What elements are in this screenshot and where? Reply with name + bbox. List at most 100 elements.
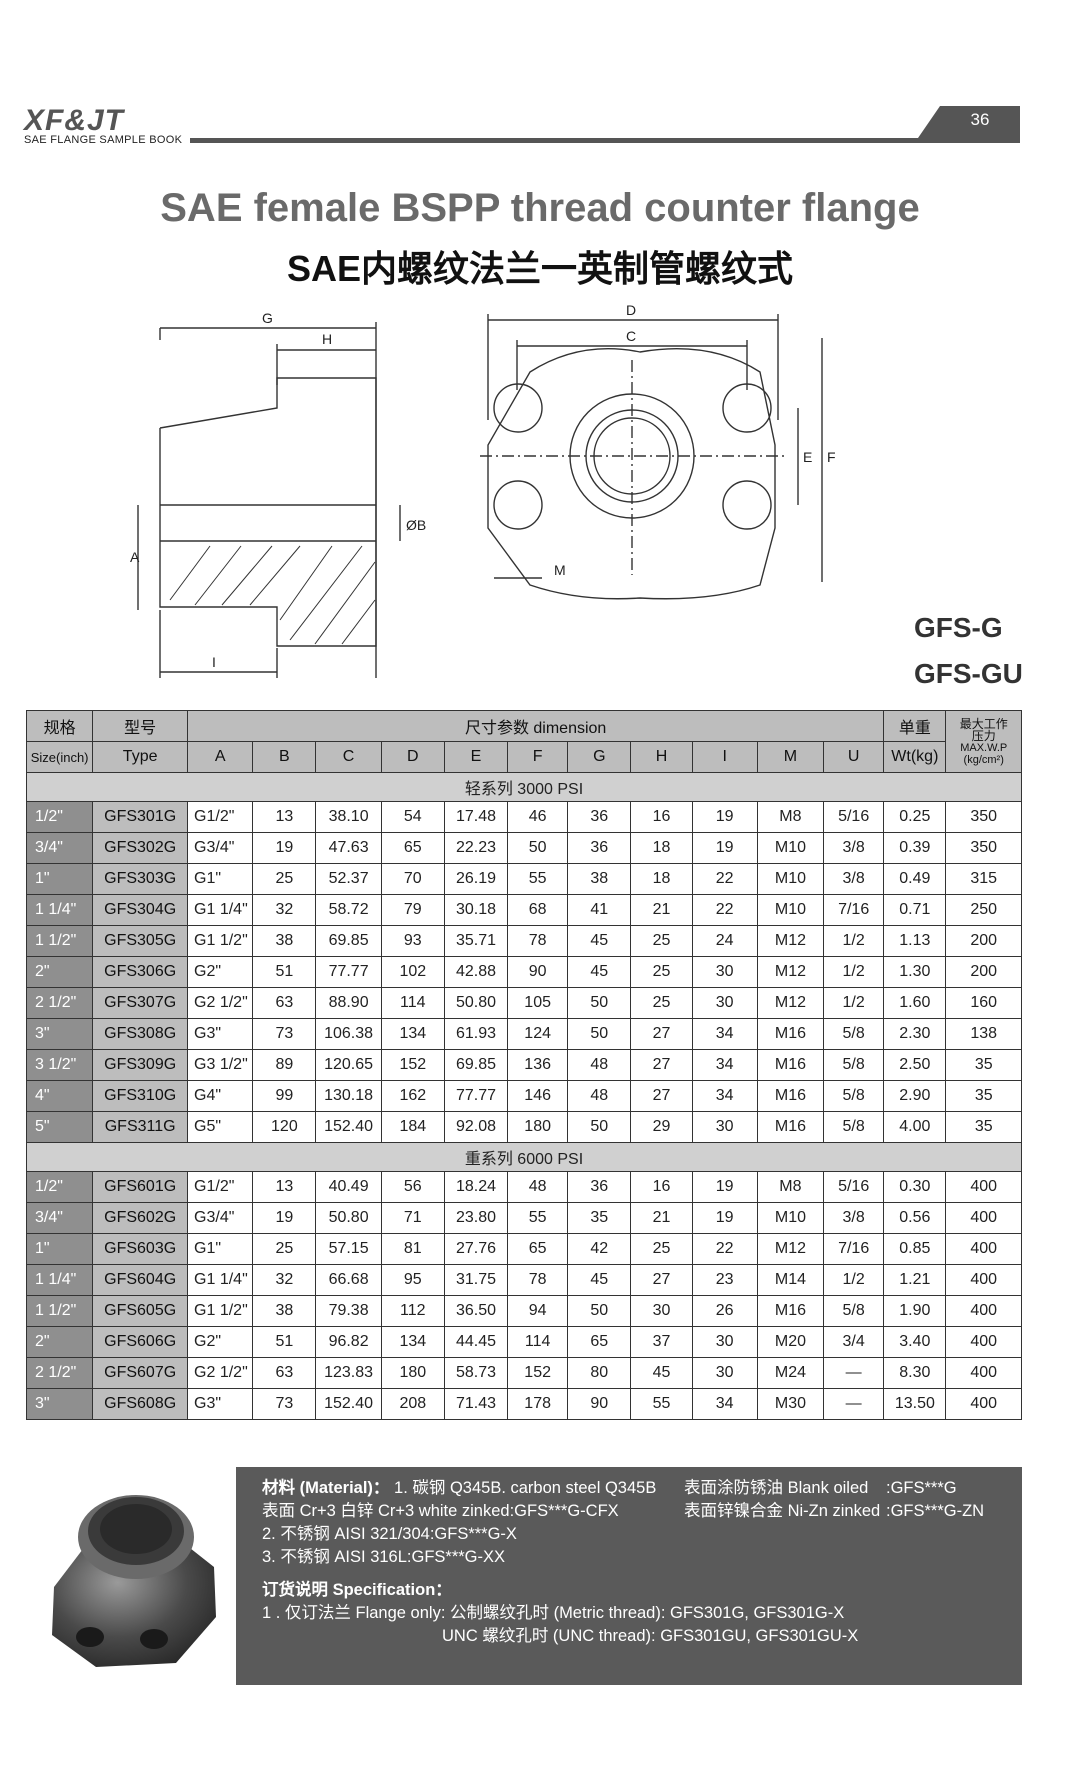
table-cell: 1 1/4"	[25, 894, 94, 926]
table-cell: 1/2	[823, 956, 885, 988]
table-cell: GFS304G	[92, 894, 189, 926]
table-cell: 65	[380, 832, 445, 864]
table-cell: 77.77	[443, 1080, 509, 1112]
table-cell: 90	[507, 956, 569, 988]
table-cell: 78	[507, 925, 569, 957]
table-cell: M30	[756, 1388, 825, 1420]
table-cell: GFS301G	[92, 801, 189, 833]
table-cell: 47.63	[315, 832, 382, 864]
table-cell: 31.75	[443, 1264, 509, 1296]
table-cell: 99	[252, 1080, 317, 1112]
table-cell: 35	[945, 1111, 1022, 1143]
table-cell: 2.30	[883, 1018, 947, 1050]
table-cell: 400	[945, 1264, 1022, 1296]
header-col-g: G	[567, 741, 632, 773]
table-cell: 30	[691, 1111, 758, 1143]
table-cell: M14	[756, 1264, 825, 1296]
header-pressure-en: MAX.W.P	[960, 741, 1008, 754]
table-cell: 5/16	[823, 1171, 885, 1203]
spec-table: 规格 型号 尺寸参数 dimension 单重 最大工作 压力 MAX.W.P …	[25, 710, 1022, 1420]
table-cell: 19	[252, 832, 317, 864]
table-cell: 80	[567, 1357, 632, 1389]
table-cell: 30	[691, 987, 758, 1019]
table-cell: 38	[252, 1295, 317, 1327]
header-col-f: F	[507, 741, 569, 773]
material-line1-a: 1. 碳钢 Q345B. carbon steel Q345B	[394, 1479, 657, 1497]
table-cell: G2 1/2"	[187, 987, 254, 1019]
table-cell: 65	[567, 1326, 632, 1358]
table-cell: 162	[380, 1080, 445, 1112]
table-cell: M12	[756, 987, 825, 1019]
table-cell: 41	[567, 894, 632, 926]
table-cell: 3/4	[823, 1326, 885, 1358]
table-cell: 45	[567, 925, 632, 957]
table-cell: 30	[691, 956, 758, 988]
table-cell: 2 1/2"	[25, 1357, 94, 1389]
table-cell: GFS306G	[92, 956, 189, 988]
table-cell: G1 1/4"	[187, 894, 254, 926]
table-cell: 19	[252, 1202, 317, 1234]
table-cell: 55	[507, 1202, 569, 1234]
table-cell: 112	[380, 1295, 445, 1327]
header-size: Size(inch)	[25, 741, 94, 773]
table-cell: GFS311G	[92, 1111, 189, 1143]
table-cell: 1.60	[883, 987, 947, 1019]
table-cell: 27	[630, 1080, 693, 1112]
table-cell: 36	[567, 801, 632, 833]
table-cell: M16	[756, 1049, 825, 1081]
series-light-label: 轻系列 3000 PSI	[26, 772, 1022, 802]
table-cell: 400	[945, 1295, 1022, 1327]
material-line2-c: :GFS***G-ZN	[886, 1502, 985, 1520]
table-cell: 2 1/2"	[25, 987, 94, 1019]
table-cell: 0.49	[883, 863, 947, 895]
table-cell: G1/2"	[187, 801, 254, 833]
table-cell: G3"	[187, 1018, 254, 1050]
table-cell: 102	[380, 956, 445, 988]
header-row-1: 规格 型号 尺寸参数 dimension 单重 最大工作 压力 MAX.W.P …	[25, 710, 1022, 773]
table-cell: M8	[756, 801, 825, 833]
table-cell: G1"	[187, 863, 254, 895]
material-line2-a: 表面 Cr+3 白锌 Cr+3 white zinked:GFS***G-CFX	[262, 1502, 619, 1520]
table-cell: 18.24	[443, 1171, 509, 1203]
table-cell: 42.88	[443, 956, 509, 988]
table-cell: 130.18	[315, 1080, 382, 1112]
table-cell: 152.40	[315, 1388, 382, 1420]
table-cell: G3 1/2"	[187, 1049, 254, 1081]
header-pressure: 最大工作 压力 MAX.W.P (kg/cm²)	[945, 710, 1022, 773]
table-cell: 48	[507, 1171, 569, 1203]
page-title-english: SAE female BSPP thread counter flange	[160, 186, 920, 230]
brand-logo: XF&JT	[24, 104, 125, 137]
table-cell: 124	[507, 1018, 569, 1050]
table-cell: 134	[380, 1018, 445, 1050]
table-cell: G4"	[187, 1080, 254, 1112]
table-cell: 27	[630, 1018, 693, 1050]
table-cell: 35.71	[443, 925, 509, 957]
table-cell: 1.30	[883, 956, 947, 988]
dim-label-e: E	[803, 449, 812, 465]
table-cell: 400	[945, 1202, 1022, 1234]
table-cell: 8.30	[883, 1357, 947, 1389]
table-cell: GFS307G	[92, 987, 189, 1019]
table-cell: GFS310G	[92, 1080, 189, 1112]
table-cell: G3/4"	[187, 832, 254, 864]
header-col-m: M	[756, 741, 825, 773]
table-cell: 184	[380, 1111, 445, 1143]
header-weight: Wt(kg)	[883, 741, 947, 773]
table-cell: 88.90	[315, 987, 382, 1019]
table-cell: 95	[380, 1264, 445, 1296]
table-cell: 73	[252, 1388, 317, 1420]
table-cell: 42	[567, 1233, 632, 1265]
dim-label-d: D	[626, 302, 636, 318]
table-cell: 16	[630, 1171, 693, 1203]
table-cell: 138	[945, 1018, 1022, 1050]
table-cell: GFS602G	[92, 1202, 189, 1234]
logo-subtitle: SAE FLANGE SAMPLE BOOK	[24, 134, 183, 146]
table-cell: 30	[691, 1357, 758, 1389]
table-cell: 5/8	[823, 1111, 885, 1143]
table-cell: 25	[252, 863, 317, 895]
table-cell: GFS607G	[92, 1357, 189, 1389]
page-number: 36	[970, 110, 990, 129]
flange-photo-illustration	[52, 1495, 216, 1667]
